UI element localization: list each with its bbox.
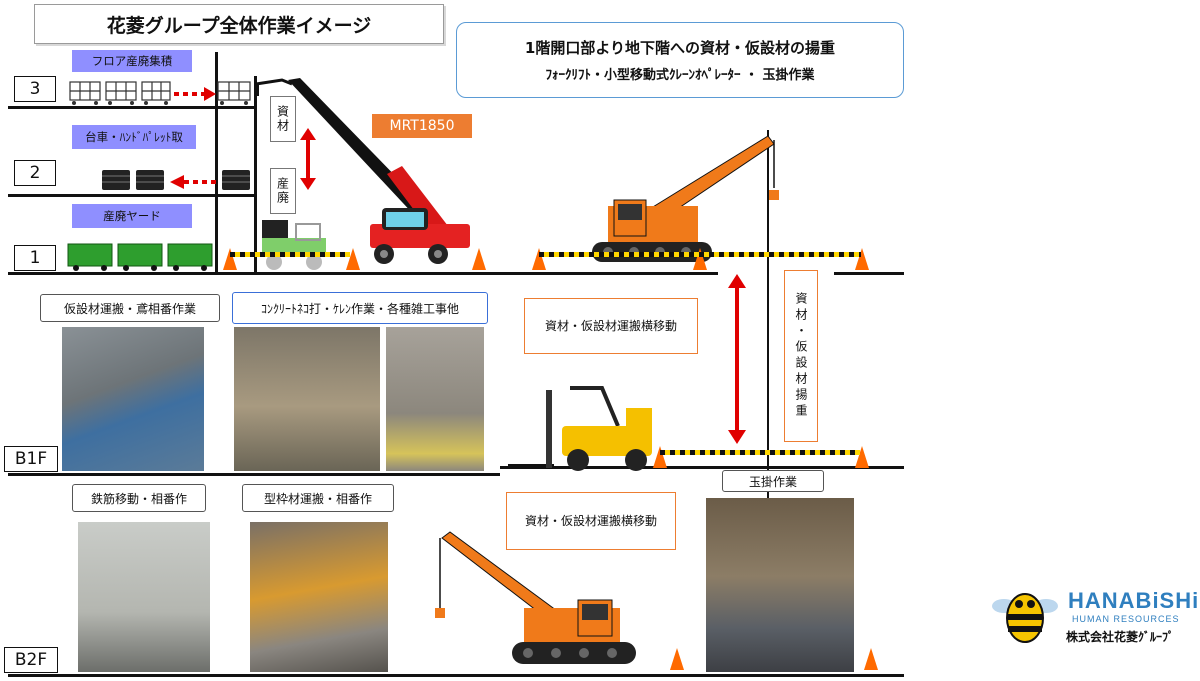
barrier-tape [660, 450, 860, 455]
arrow-floor2-to-pallets [170, 175, 216, 189]
caption-b2-move: 資材・仮設材運搬横移動 [506, 492, 676, 550]
crane-model-tag: MRT1850 [372, 114, 472, 138]
photo-b2-rebar-work [78, 522, 210, 672]
arrow-lift-vertical [728, 274, 746, 444]
caption-b1-concrete: ｺﾝｸﾘｰﾄﾈｺ打・ｹﾚﾝ作業・各種雑工事他 [232, 292, 488, 324]
telehandler-crane [255, 78, 470, 264]
label-cart-pallet: 台車・ﾊﾝﾄﾞﾊﾟﾚｯﾄ取 [72, 125, 196, 149]
waste-bins [67, 243, 213, 271]
floor-label-3: 3 [14, 76, 56, 102]
floor-b1-line-right [500, 466, 904, 469]
label-floor-collect: フロア産廃集積 [72, 50, 192, 72]
page-title: 花菱グループ全体作業イメージ [34, 4, 444, 44]
arrow-floor3-to-opening [174, 87, 216, 101]
crane-hoist-rope [767, 130, 769, 580]
photo-b1-scaffold-work [62, 327, 204, 471]
floor-3-line [8, 106, 254, 109]
summary-line-1: 1階開口部より地下階への資材・仮設材の揚重 [524, 39, 836, 57]
summary-box: 1階開口部より地下階への資材・仮設材の揚重 ﾌｫｰｸﾘﾌﾄ・小型移動式ｸﾚｰﾝｵ… [456, 22, 904, 98]
floor-3-carts [69, 81, 251, 105]
forklift-b1 [508, 386, 652, 471]
caption-b1-scaffold: 仮設材運搬・鳶相番作業 [40, 294, 220, 322]
label-materials: 資材 [270, 96, 296, 142]
crawler-crane-b2 [435, 531, 636, 664]
label-waste-yard: 産廃ヤード [72, 204, 192, 228]
floor-1-line-right [834, 272, 904, 275]
cone [670, 648, 684, 670]
photo-b1-concrete-work [234, 327, 380, 471]
photo-slinging-work [706, 498, 854, 672]
logo-company: 株式会社花菱ｸﾞﾙｰﾌﾟ [1066, 630, 1175, 644]
opening-edge [254, 76, 257, 272]
floor-label-2: 2 [14, 160, 56, 186]
arrow-up-down-materials [300, 128, 316, 190]
floor-1-forklift [262, 220, 326, 270]
label-waste: 産廃 [270, 168, 296, 214]
floor-label-b1: B1F [4, 446, 58, 472]
summary-line-2: ﾌｫｰｸﾘﾌﾄ・小型移動式ｸﾚｰﾝｵﾍﾟﾚｰﾀｰ ・ 玉掛作業 [545, 68, 815, 83]
caption-b2-formwork: 型枠材運搬・相番作 [242, 484, 394, 512]
building-column [215, 52, 218, 274]
cone [864, 648, 878, 670]
floor-b1-line [8, 473, 500, 476]
photo-b1-misc-work [386, 327, 484, 471]
barrier-tape [539, 252, 861, 257]
logo-brand: HANABiSHi [1068, 588, 1200, 613]
label-lift-vertical: 資材・仮設材揚重 [784, 270, 818, 442]
caption-b1-move: 資材・仮設材運搬横移動 [524, 298, 698, 354]
caption-slinging: 玉掛作業 [722, 470, 824, 492]
caption-b2-rebar: 鉄筋移動・相番作 [72, 484, 206, 512]
photo-b2-formwork [250, 522, 388, 672]
floor-2-pallets [102, 170, 250, 190]
floor-label-1: 1 [14, 245, 56, 271]
cone [472, 248, 486, 270]
floor-label-b2: B2F [4, 647, 58, 673]
floor-2-line [8, 194, 254, 197]
floor-b2-line [8, 674, 904, 677]
hornet-mascot-logo [992, 593, 1058, 643]
logo-sub: HUMAN RESOURCES [1072, 614, 1180, 624]
floor-1-line [8, 272, 718, 275]
barrier-tape [230, 252, 350, 257]
